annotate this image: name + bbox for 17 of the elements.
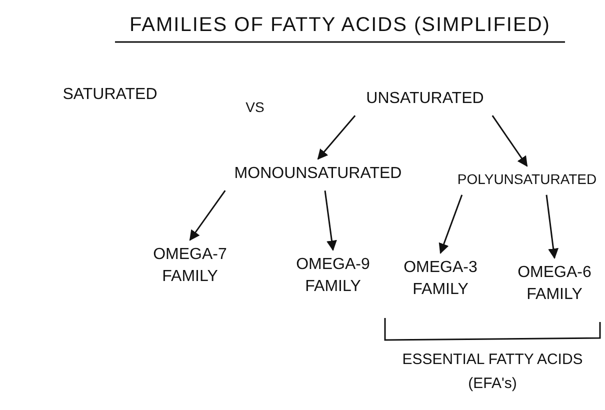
node-label: OMEGA-7 FAMILY — [152, 245, 228, 287]
node-label: MONOUNSATURATED — [234, 164, 402, 184]
node-label: OMEGA-6 FAMILY — [516, 263, 592, 305]
arrow — [317, 115, 356, 160]
node-label: SATURATED — [62, 85, 158, 105]
node-label: OMEGA-9 FAMILY — [295, 255, 371, 297]
group-label: ESSENTIAL FATTY ACIDS (EFA's) — [401, 350, 584, 394]
arrow — [438, 194, 463, 254]
arrow — [546, 194, 559, 260]
conjunction-label: VS — [244, 98, 266, 117]
title: FAMILIES OF FATTY ACIDS (SIMPLIFIED) — [128, 14, 552, 37]
node-label: POLYUNSATURATED — [457, 170, 597, 189]
node-label: OMEGA-3 FAMILY — [402, 258, 478, 300]
arrow — [324, 190, 337, 252]
node-label: UNSATURATED — [366, 89, 484, 109]
arrow — [189, 190, 226, 241]
arrow — [492, 115, 528, 167]
